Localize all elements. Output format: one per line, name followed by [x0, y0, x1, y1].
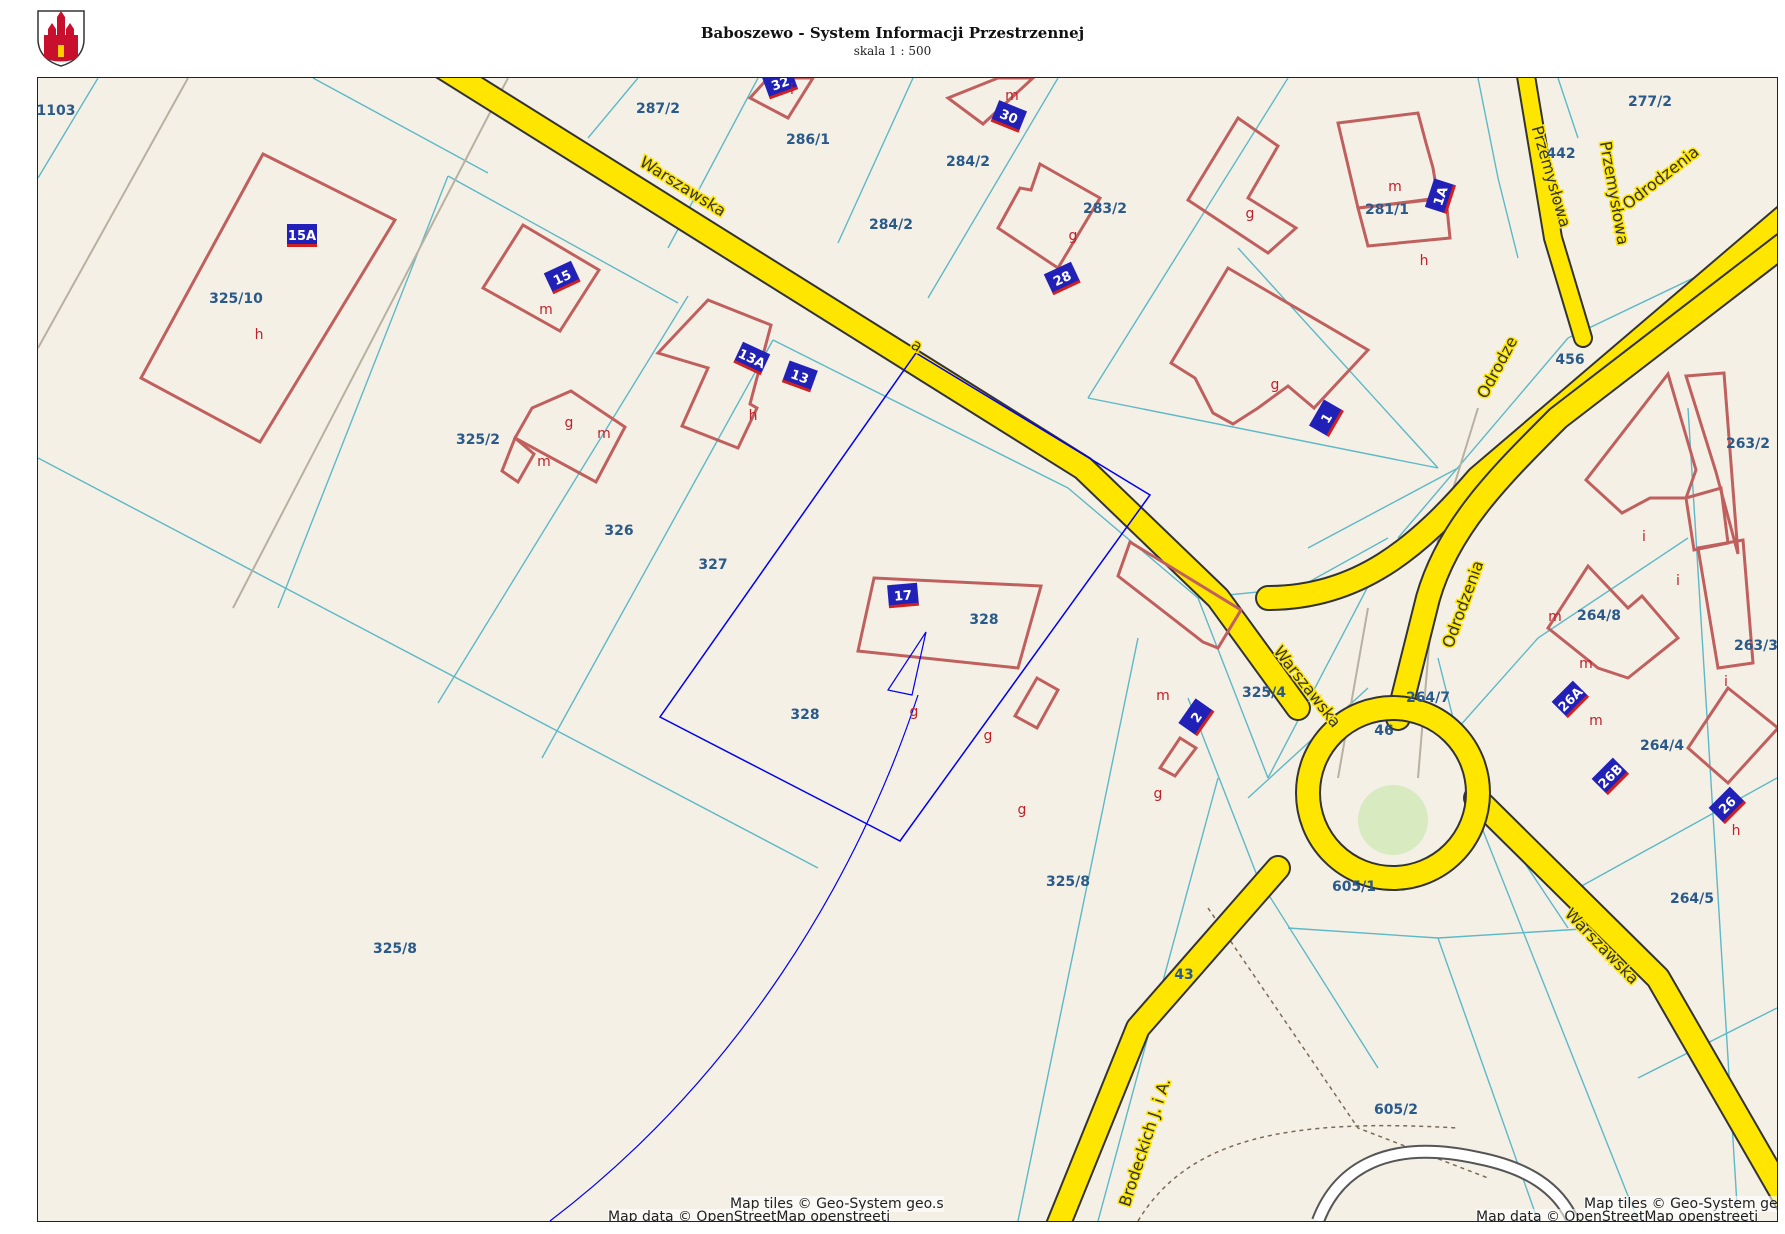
- page-header: Baboszewo - System Informacji Przestrzen…: [0, 0, 1785, 76]
- house-number-badge: 17: [887, 582, 919, 609]
- building-type-label: i: [790, 82, 794, 98]
- curved-road-inner: [1313, 1146, 1578, 1221]
- parcel-label: 264/5: [1670, 891, 1714, 907]
- dashed-trail: [1207, 907, 1489, 1179]
- attribution-tiles-2: Map tiles © Geo-System geo.s: [1584, 1196, 1777, 1212]
- house-number: 17: [893, 588, 912, 605]
- parcel-label: 326: [604, 523, 633, 539]
- building-type-label: m: [1156, 688, 1170, 704]
- page-title: Baboszewo - System Informacji Przestrzen…: [700, 24, 1085, 42]
- parcel-label: 264/7: [1406, 690, 1450, 706]
- parcel-label: 286/1: [786, 132, 830, 148]
- building-type-label: i: [1724, 674, 1728, 690]
- dashed-trail-2: [1137, 1124, 1459, 1221]
- house-number-badge: 1: [1308, 399, 1344, 437]
- house-number-badge: 15: [543, 260, 581, 295]
- house-number-badge: 26B: [1591, 757, 1630, 796]
- house-number: 13: [788, 367, 810, 387]
- attribution-data: Map data © OpenStreetMap openstreeti: [608, 1209, 891, 1221]
- parcel-label: 263/3: [1734, 638, 1777, 654]
- attribution-data-2: Map data © OpenStreetMap openstreeti: [1476, 1209, 1759, 1221]
- parcel-label: 325/8: [373, 941, 417, 957]
- house-number-badge: 13A: [733, 341, 771, 376]
- building-type-label: g: [1154, 786, 1163, 802]
- building-type-label: g: [1069, 228, 1078, 244]
- house-number-badge: 26A: [1551, 680, 1590, 719]
- parcel-label: 325/8: [1046, 874, 1090, 890]
- building-type-label: i: [1642, 529, 1646, 545]
- house-number-badge: 15A: [287, 224, 317, 247]
- green-area: [1358, 785, 1428, 855]
- building-type-label: m: [539, 302, 553, 318]
- roads: [435, 78, 1777, 1221]
- house-number-badge: 1A: [1424, 178, 1457, 214]
- selected-parcel[interactable]: [658, 351, 1152, 842]
- house-number: 1A: [1431, 185, 1451, 208]
- parcel-label: 277/2: [1628, 94, 1672, 110]
- selection-pointer: [887, 631, 927, 696]
- house-number-badge: 28: [1043, 261, 1081, 296]
- attribution-tiles: Map tiles © Geo-System geo.s: [730, 1196, 944, 1212]
- parcel-label: 281/1: [1365, 202, 1409, 218]
- building-type-label: m: [537, 454, 551, 470]
- parcel-label: 605/2: [1374, 1102, 1418, 1118]
- house-number: 28: [1051, 269, 1074, 290]
- coat-of-arms-icon: [37, 10, 85, 67]
- street-label: Odrodzenia: [1619, 142, 1703, 213]
- selection-leader-line: [549, 694, 919, 1221]
- building-type-label: h: [255, 327, 264, 343]
- parcel-label: 46: [1374, 723, 1393, 739]
- map-canvas[interactable]: WarszawskaaWarszawskaWarszawskaPrzemysło…: [38, 78, 1777, 1221]
- building-type-label: m: [1548, 609, 1562, 625]
- house-number-badge: 32: [762, 78, 799, 100]
- parcel-label: 328: [969, 612, 998, 628]
- parcel-label: 605/1: [1332, 879, 1376, 895]
- parcel-label: 325/4: [1242, 685, 1286, 701]
- parcel-label: 284/2: [946, 154, 990, 170]
- parcel-label: 287/2: [636, 101, 680, 117]
- buildings: [138, 78, 1777, 786]
- building-type-label: g: [984, 728, 993, 744]
- parcel-label: 328: [790, 707, 819, 723]
- parcel-label: 43: [1174, 967, 1193, 983]
- building-type-label: i: [1676, 573, 1680, 589]
- building-type-label: m: [1579, 656, 1593, 672]
- parcel-label: 283/2: [1083, 201, 1127, 217]
- parcel-boundaries: [38, 78, 1777, 1221]
- house-number-badge: 30: [990, 100, 1028, 133]
- house-number: 15A: [288, 229, 316, 244]
- parcel-label: 1103: [38, 103, 75, 119]
- street-label: Odrodze: [1473, 333, 1521, 401]
- building-type-label: m: [1388, 179, 1402, 195]
- house-number-badge: 2: [1178, 698, 1215, 737]
- building-type-label: h: [1732, 823, 1741, 839]
- house-number: 30: [997, 107, 1019, 128]
- parcel-label: 264/8: [1577, 608, 1621, 624]
- parcel-label: 263/2: [1726, 436, 1770, 452]
- parcel-label: 325/2: [456, 432, 500, 448]
- building-type-label: g: [565, 415, 574, 431]
- roundabout: [1297, 697, 1489, 889]
- building-type-label: m: [1589, 713, 1603, 729]
- parcel-label: 442: [1546, 146, 1575, 162]
- building-type-label: g: [1018, 802, 1027, 818]
- building-type-label: h: [749, 408, 758, 424]
- house-number-badge: 13: [781, 360, 818, 393]
- building-type-label: g: [1271, 377, 1280, 393]
- house-number-badge: 26: [1708, 786, 1747, 825]
- parcel-label: 327: [698, 557, 727, 573]
- building-type-label: g: [1246, 206, 1255, 222]
- house-number: 15: [551, 268, 574, 289]
- building-type-label: h: [1420, 253, 1429, 269]
- parcel-label: 456: [1555, 352, 1584, 368]
- building-type-label: m: [597, 426, 611, 442]
- parcel-label: 325/10: [209, 291, 263, 307]
- building-type-label: g: [910, 704, 919, 720]
- parcel-label: 264/4: [1640, 738, 1684, 754]
- building-type-label: m: [1005, 88, 1019, 104]
- map-scale: skala 1 : 500: [853, 44, 932, 58]
- parcel-label: 284/2: [869, 217, 913, 233]
